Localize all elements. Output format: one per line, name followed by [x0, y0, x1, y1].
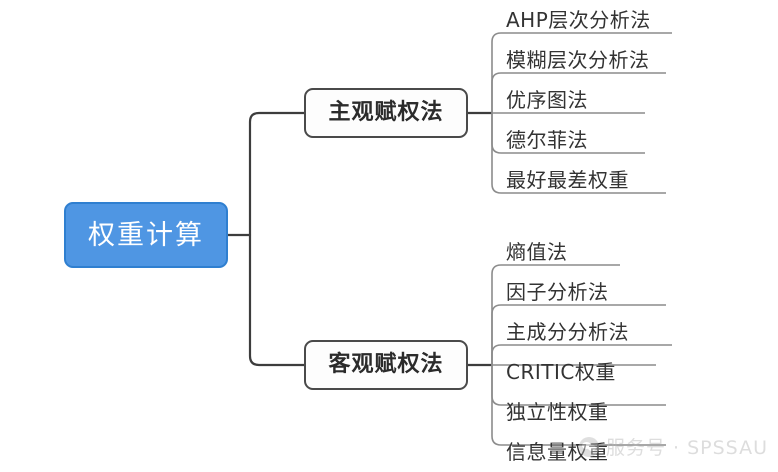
leaf-node-label: 主成分分析法 [506, 320, 629, 344]
leaf-node[interactable]: 主成分分析法 [492, 312, 629, 348]
leaf-node[interactable]: 信息量权重 [492, 432, 609, 468]
leaf-node[interactable]: 独立性权重 [492, 392, 609, 428]
leaf-node[interactable]: CRITIC权重 [492, 352, 616, 388]
leaf-node-label: CRITIC权重 [506, 360, 616, 384]
wechat-service-account-icon [578, 436, 599, 457]
leaf-node-label: 德尔菲法 [506, 128, 588, 152]
branch-node-objective-label: 客观赋权法 [328, 352, 444, 377]
leaf-node-label: AHP层次分析法 [506, 8, 651, 32]
leaf-node[interactable]: 因子分析法 [492, 272, 609, 308]
leaf-node[interactable]: 优序图法 [492, 80, 588, 116]
leaf-node-label: 优序图法 [506, 88, 588, 112]
leaf-node[interactable]: 德尔菲法 [492, 120, 588, 156]
watermark-label: 服务号 · SPSSAU [605, 437, 768, 459]
leaf-node-label: 熵值法 [506, 240, 568, 264]
watermark: 服务号 · SPSSAU [578, 433, 768, 460]
root-node-weight-calculation[interactable]: 权重计算 [64, 202, 228, 268]
leaf-node-label: 独立性权重 [506, 400, 609, 424]
leaf-node[interactable]: AHP层次分析法 [492, 0, 651, 36]
leaf-node-label: 最好最差权重 [506, 168, 629, 192]
branch-node-subjective-label: 主观赋权法 [328, 100, 444, 125]
leaf-node-label: 信息量权重 [506, 440, 609, 464]
branch-node-subjective[interactable]: 主观赋权法 [304, 88, 468, 138]
leaf-node[interactable]: 熵值法 [492, 232, 568, 268]
leaf-node-label: 模糊层次分析法 [506, 48, 650, 72]
leaf-node[interactable]: 模糊层次分析法 [492, 40, 650, 76]
leaf-node-label: 因子分析法 [506, 280, 609, 304]
root-node-label: 权重计算 [88, 219, 204, 251]
branch-node-objective[interactable]: 客观赋权法 [304, 340, 468, 390]
leaf-node[interactable]: 最好最差权重 [492, 160, 629, 196]
